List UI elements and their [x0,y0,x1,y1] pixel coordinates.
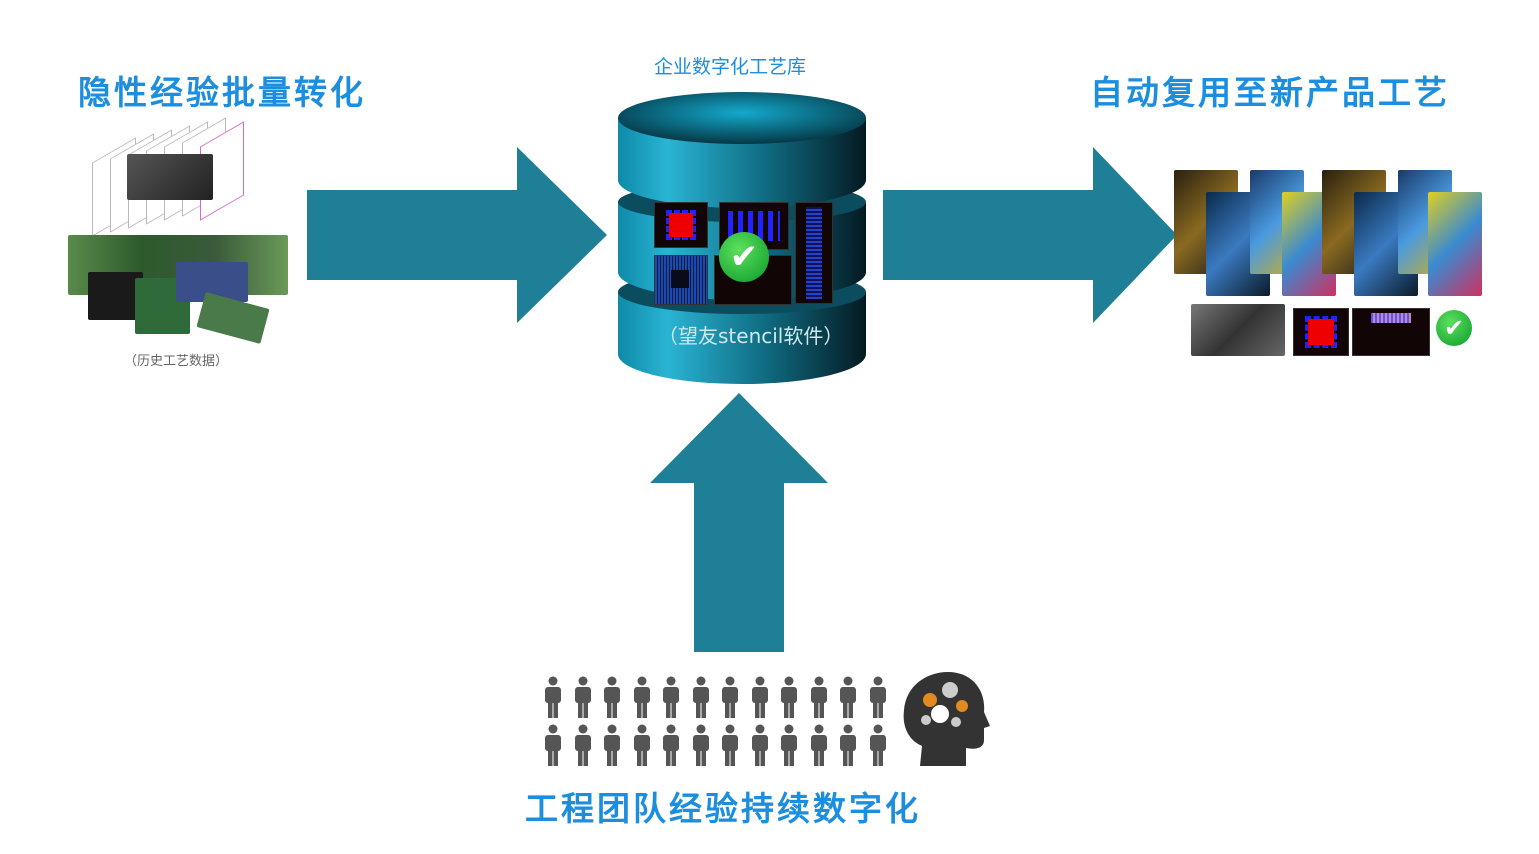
pad-image [795,202,833,304]
database-cylinder: ✔ （望友stencil软件） [618,92,866,384]
person-icon [632,676,652,718]
arrow-db-to-right [883,147,1177,323]
person-icon [543,676,563,718]
right-title: 自动复用至新产品工艺 [1090,73,1450,112]
left-title: 隐性经验批量转化 [78,73,366,112]
person-icon [750,724,770,766]
database-caption: （望友stencil软件） [658,324,844,348]
person-icon [720,676,740,718]
arrow-team-to-db [650,393,828,652]
left-caption: （历史工艺数据） [124,354,229,369]
historical-data-illustration [60,117,300,350]
person-icon [691,724,711,766]
checkmark-icon: ✔ [719,232,769,282]
team-people-icons [543,676,893,768]
person-icon [602,724,622,766]
person-icon [573,724,593,766]
person-icon [661,676,681,718]
person-icon [602,676,622,718]
new-product-illustration: ✔ [1174,170,1482,360]
person-icon [779,676,799,718]
checkmark-icon: ✔ [1436,310,1472,346]
person-icon [868,724,888,766]
person-icon [543,724,563,766]
person-icon [838,676,858,718]
person-icon [809,676,829,718]
person-icon [868,676,888,718]
person-icon [809,724,829,766]
person-icon [573,676,593,718]
person-icon [720,724,740,766]
person-icon [750,676,770,718]
person-icon [779,724,799,766]
person-icon [691,676,711,718]
person-icon [632,724,652,766]
bottom-title: 工程团队经验持续数字化 [525,789,921,828]
person-icon [838,724,858,766]
pad-image [654,202,708,248]
arrow-left-to-db [307,147,607,323]
person-icon [661,724,681,766]
database-title: 企业数字化工艺库 [654,56,807,78]
brain-gears-icon [900,670,992,766]
pad-image [654,255,708,305]
